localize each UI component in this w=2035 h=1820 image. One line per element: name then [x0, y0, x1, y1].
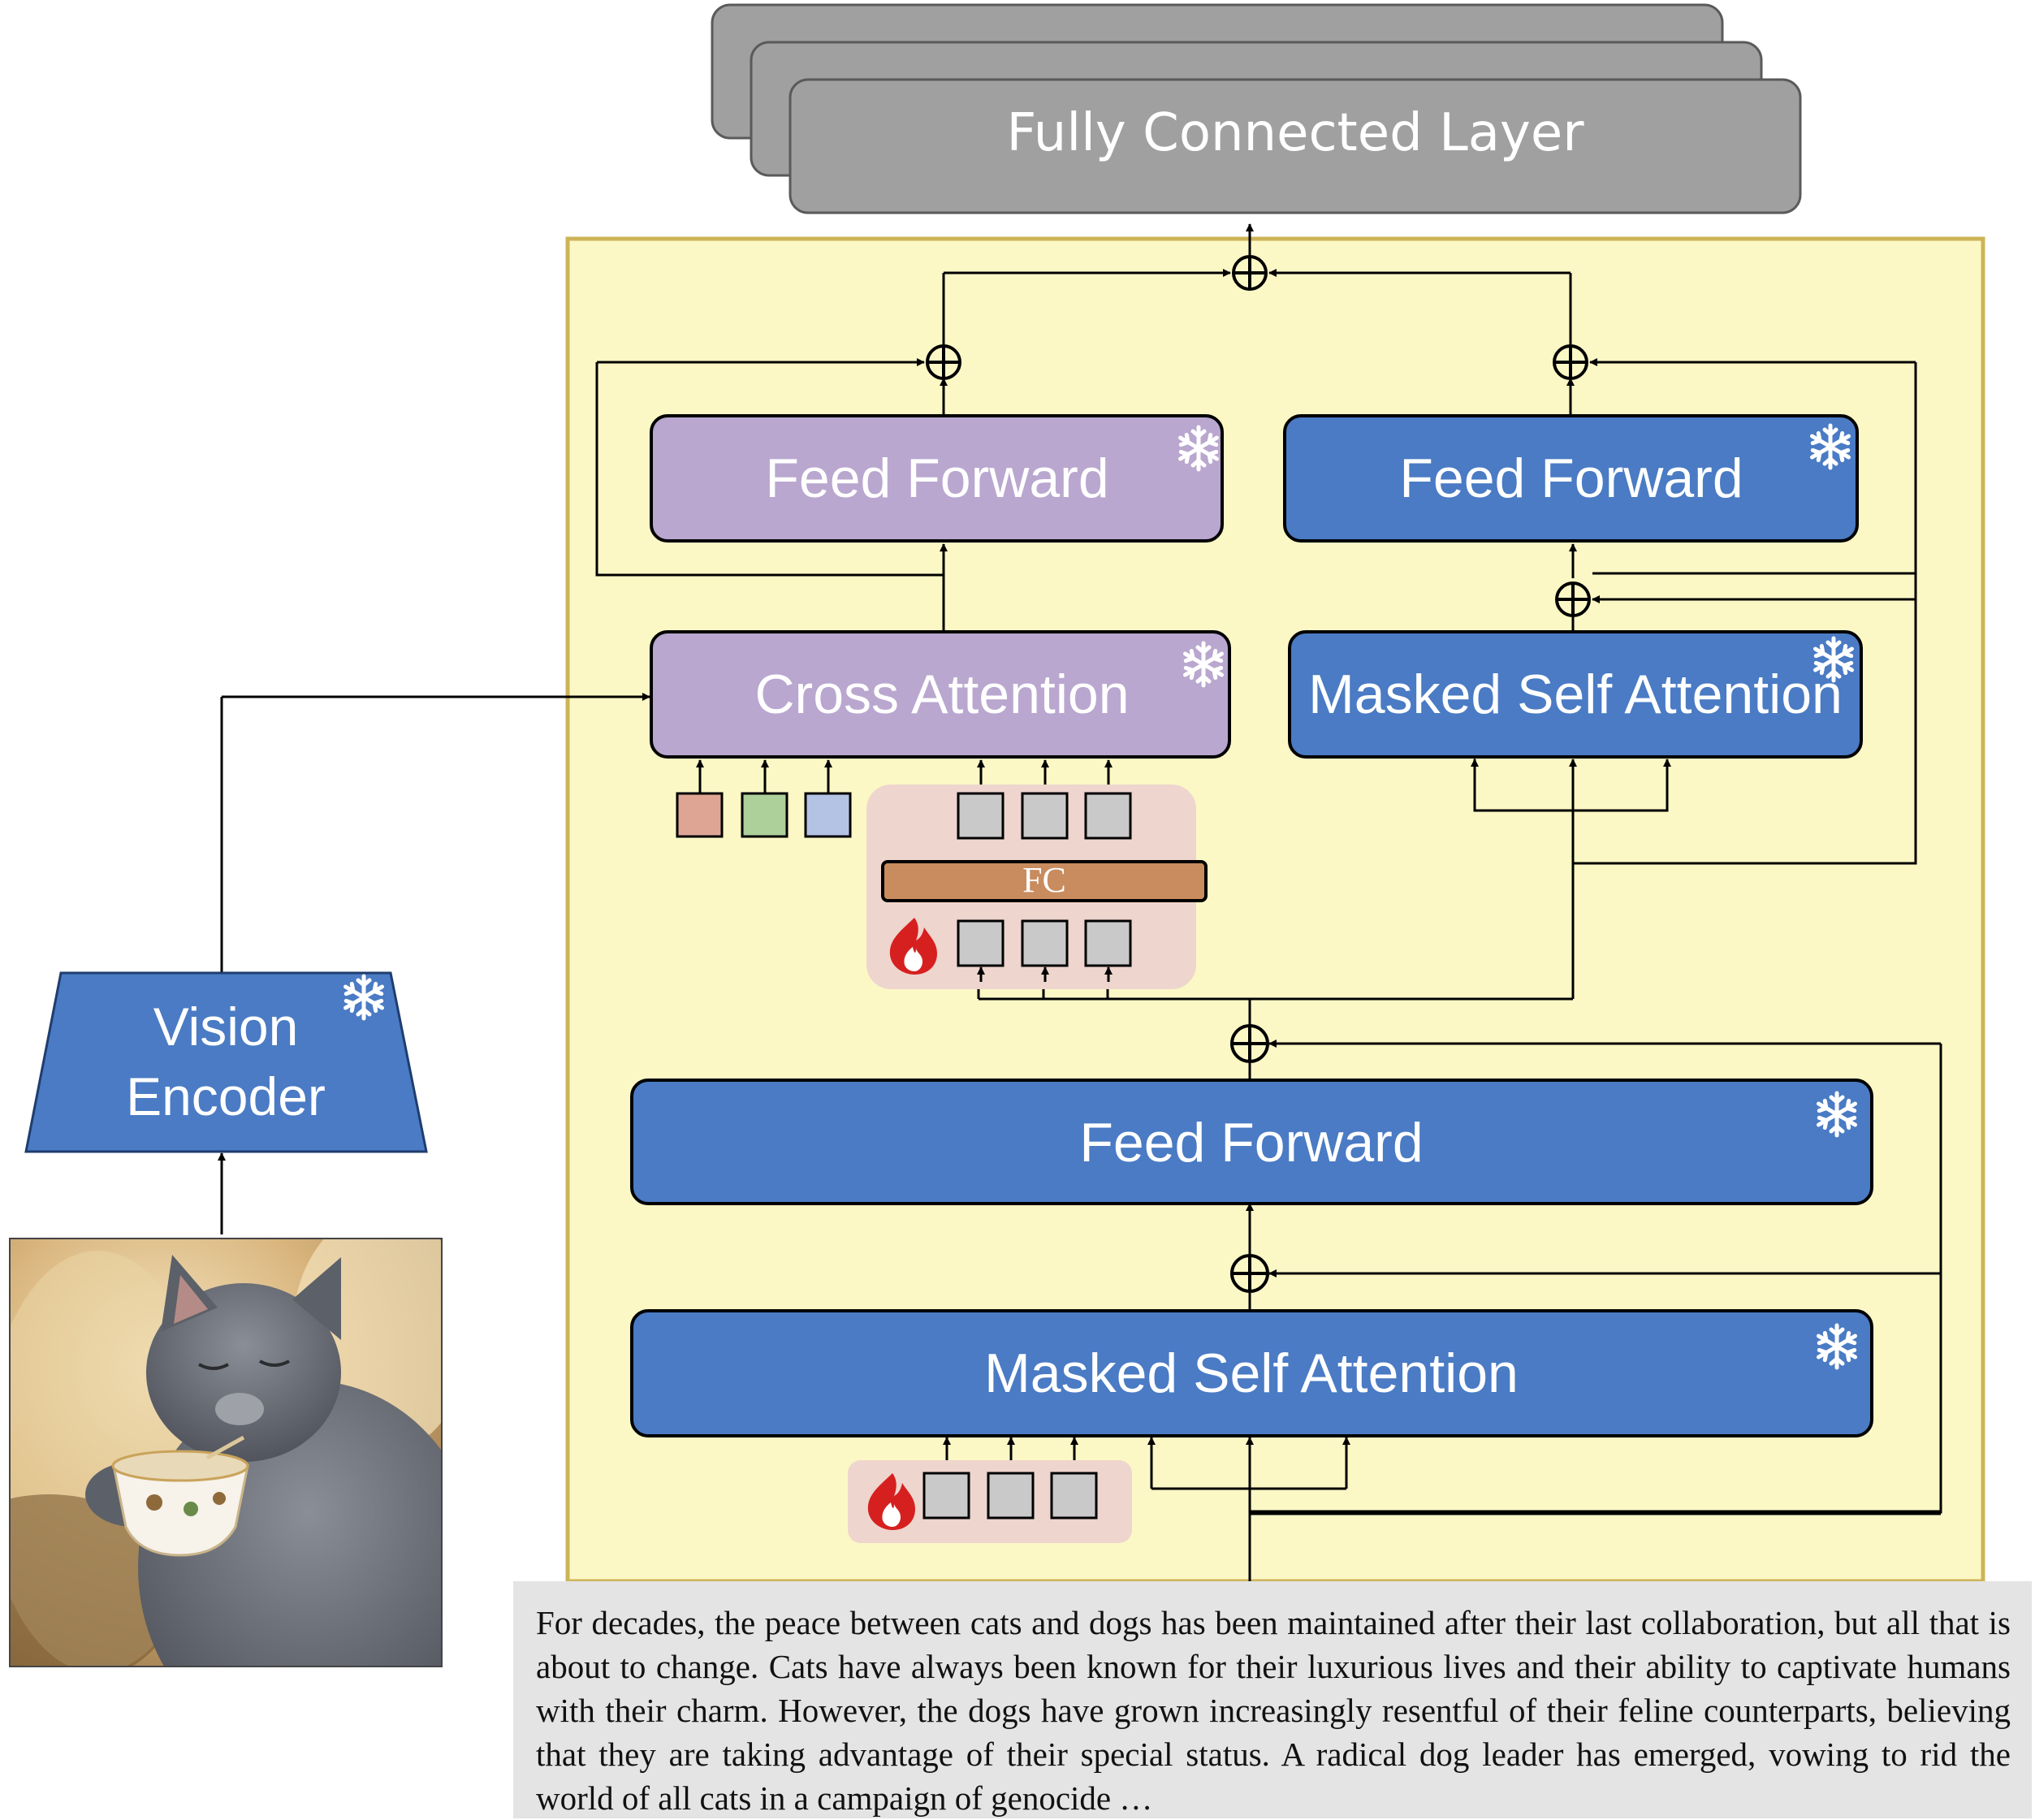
fully-connected-layer-label: Fully Connected Layer [1006, 103, 1584, 163]
circled-plus-icon [926, 344, 961, 380]
connection-lines [218, 223, 1942, 1581]
masked-self-attention-upper-label: Masked Self Attention [1308, 664, 1843, 725]
fc-bar: FC [881, 860, 1208, 902]
circled-plus-icon [1553, 344, 1588, 380]
circled-plus-icon [1230, 1254, 1269, 1293]
text-prompt: For decades, the peace between cats and … [513, 1581, 2032, 1818]
feed-forward-lower-block: Feed Forward [630, 1079, 1873, 1205]
cross-attention-block: Cross Attention [650, 630, 1231, 759]
image-token-inputs [676, 792, 852, 838]
adapter-output-token [1021, 792, 1069, 840]
circled-plus-icon [1555, 581, 1591, 617]
adapter-input-token [957, 919, 1005, 967]
feed-forward-upper-block: Feed Forward [1283, 414, 1859, 543]
image-token [804, 792, 852, 838]
fc-bar-label: FC [1022, 860, 1066, 900]
image-token [676, 792, 724, 838]
feed-forward-cross-block: Feed Forward [650, 414, 1224, 543]
image-token [741, 792, 789, 838]
vision-encoder-block: Vision Encoder [24, 971, 428, 1153]
trainable-prefix-tokens [848, 1460, 1132, 1543]
trainable-adapter-upper: FC [866, 785, 1208, 989]
adapter-output-token [1084, 792, 1132, 840]
feed-forward-lower-label: Feed Forward [1079, 1112, 1423, 1174]
adapter-output-token [957, 792, 1005, 840]
vision-encoder-label-line2: Encoder [126, 1066, 326, 1126]
prefix-token [922, 1472, 970, 1520]
feed-forward-upper-label: Feed Forward [1399, 447, 1743, 509]
masked-self-attention-lower-block: Masked Self Attention [630, 1309, 1873, 1437]
circled-plus-icon [1230, 1024, 1269, 1063]
fully-connected-layer: Fully Connected Layer [711, 3, 1802, 214]
masked-self-attention-lower-label: Masked Self Attention [984, 1342, 1519, 1404]
prefix-token [1050, 1472, 1098, 1520]
cat-holding-teacup-photo [9, 1238, 443, 1667]
adapter-input-token [1021, 919, 1069, 967]
circled-plus-icon [1232, 255, 1268, 291]
vision-encoder-label-line1: Vision [153, 996, 299, 1057]
adapter-input-token [1084, 919, 1132, 967]
prefix-token [987, 1472, 1035, 1520]
residual-add-nodes [926, 255, 1591, 1293]
masked-self-attention-upper-block: Masked Self Attention [1288, 630, 1863, 759]
feed-forward-cross-label: Feed Forward [765, 447, 1108, 509]
cross-attention-label: Cross Attention [754, 664, 1129, 725]
